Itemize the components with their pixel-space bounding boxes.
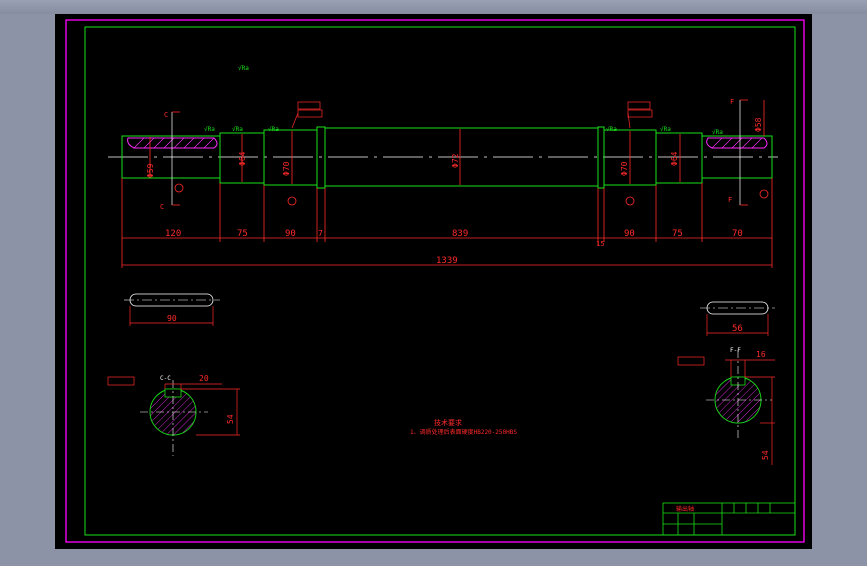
- viewport-background: [0, 0, 867, 14]
- dim-seg8: 75: [672, 229, 683, 239]
- dim-seg4: 7: [318, 229, 323, 238]
- shaft-outline: [108, 126, 778, 189]
- tolerance-frame-right: [627, 101, 653, 129]
- section-right-title: F-F: [730, 347, 741, 354]
- diameter-dim-lines: [149, 100, 765, 185]
- drawing-sheet: [55, 14, 812, 549]
- dim-seg6: 15: [596, 240, 604, 248]
- cut-label-right-top: F: [730, 98, 734, 106]
- dim-seg9: 70: [732, 229, 743, 239]
- section-right-depth: 54: [761, 450, 770, 460]
- notes-line1: 1、调质处理后表面硬度HB220-250HBS: [410, 428, 517, 436]
- section-view-right: [677, 350, 775, 465]
- section-left-key-width: 20: [199, 374, 209, 383]
- key-right-length: 56: [732, 324, 743, 334]
- cut-label-left-bottom: C: [160, 203, 164, 211]
- dim-seg5: 839: [452, 229, 468, 239]
- outer-border: [65, 19, 805, 543]
- svg-text:√Ra: √Ra: [660, 126, 671, 133]
- svg-text:√Ra: √Ra: [238, 65, 249, 72]
- section-cut-lines: [171, 100, 741, 205]
- diameter-d4: Φ72: [451, 153, 460, 168]
- length-dim-lines: [121, 178, 773, 268]
- svg-text:√Ra: √Ra: [232, 126, 243, 133]
- section-right-key-width: 16: [756, 350, 766, 359]
- dim-seg7: 90: [624, 229, 635, 239]
- dim-seg3: 90: [285, 229, 296, 239]
- dim-seg1: 120: [165, 229, 181, 239]
- diameter-d5: Φ70: [620, 161, 629, 176]
- keyway-hatch: [133, 137, 763, 149]
- dim-seg2: 75: [237, 229, 248, 239]
- section-left-depth: 54: [226, 414, 235, 424]
- key-left-length: 90: [167, 314, 177, 323]
- tolerance-frame-left: [291, 101, 323, 129]
- key-view-left: [124, 293, 220, 326]
- section-view-left: [107, 376, 240, 456]
- diameter-d6: Φ64: [670, 151, 679, 166]
- section-cut-arrows: [172, 99, 748, 206]
- key-view-right: [700, 301, 775, 336]
- diameter-d7: Φ58: [754, 117, 763, 132]
- title-block-name: 输出轴: [676, 505, 694, 513]
- svg-text:√Ra: √Ra: [268, 126, 279, 133]
- cut-label-left-top: C: [164, 111, 168, 119]
- svg-text:√Ra: √Ra: [204, 126, 215, 133]
- diameter-d1: Φ59: [146, 163, 155, 178]
- notes-heading: 技术要求: [434, 418, 462, 427]
- section-left-title: C-C: [160, 375, 171, 382]
- dim-total: 1339: [436, 256, 458, 266]
- title-block: [662, 502, 796, 536]
- roughness-marks: √Ra √Ra √Ra √Ra √Ra √Ra √Ra: [204, 65, 723, 136]
- inner-border: [84, 26, 796, 536]
- svg-text:√Ra: √Ra: [712, 129, 723, 136]
- cut-label-right-bottom: F: [728, 196, 732, 204]
- datum-markers: [174, 183, 769, 206]
- svg-text:√Ra: √Ra: [606, 126, 617, 133]
- diameter-d2: Φ64: [238, 151, 247, 166]
- diameter-d3: Φ70: [282, 161, 291, 176]
